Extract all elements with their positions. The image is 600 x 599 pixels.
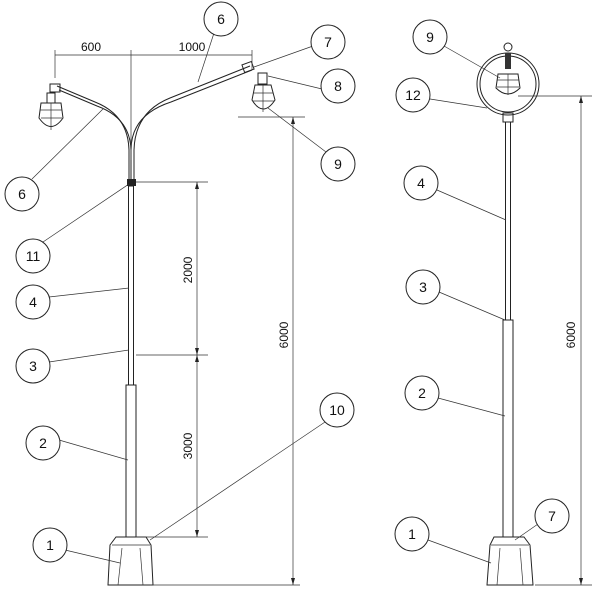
right-leader-lines — [427, 45, 539, 564]
collar-11 — [127, 179, 136, 186]
lower-pole-2 — [125, 384, 137, 538]
svg-text:2: 2 — [418, 385, 426, 401]
callout-9-right: 9 — [412, 19, 448, 55]
base-1-right — [486, 536, 534, 586]
collar-right — [502, 112, 514, 123]
callout-3: 3 — [15, 348, 51, 384]
arm-dim-lines — [54, 50, 253, 160]
svg-text:7: 7 — [324, 34, 332, 50]
leader-lines — [31, 32, 329, 564]
base-detail — [112, 544, 150, 586]
callout-6-top: 6 — [203, 1, 239, 37]
callout-7: 7 — [310, 24, 346, 60]
callout-2-right: 2 — [404, 375, 440, 411]
base-detail-right — [491, 544, 529, 586]
callout-12: 12 — [395, 77, 431, 113]
socket-7 — [241, 60, 255, 74]
right-pole: 6000 — [427, 42, 592, 586]
svg-text:11: 11 — [26, 248, 41, 264]
height-dim-lines — [136, 116, 305, 586]
arms-inner — [58, 69, 253, 179]
callout-2: 2 — [25, 425, 61, 461]
dim-2000: 2000 — [181, 256, 195, 283]
callout-7-right: 7 — [534, 498, 570, 534]
svg-text:4: 4 — [29, 294, 37, 310]
svg-text:6: 6 — [18, 186, 26, 202]
dim-3000: 3000 — [181, 432, 195, 459]
left-pole: 600 1000 2000 3000 6000 — [31, 32, 329, 586]
callout-6-left: 6 — [4, 176, 40, 212]
callout-3-right: 3 — [405, 269, 441, 305]
svg-text:6: 6 — [217, 11, 225, 27]
upper-pole-4-right — [505, 121, 511, 321]
callout-1: 1 — [32, 527, 68, 563]
dim-arrows — [195, 117, 295, 585]
base-1 — [107, 536, 154, 586]
svg-text:9: 9 — [334, 156, 342, 172]
svg-text:1: 1 — [46, 537, 54, 553]
arms-6 — [56, 65, 251, 179]
dim-6000-right: 6000 — [564, 321, 578, 348]
lamp-left-icon — [38, 92, 64, 130]
callout-10: 10 — [319, 392, 355, 428]
callout-4: 4 — [15, 284, 51, 320]
callout-8: 8 — [320, 68, 356, 104]
right-dim-lines — [518, 95, 592, 586]
dim-6000-left: 6000 — [277, 321, 291, 348]
svg-text:1: 1 — [408, 526, 416, 542]
socket — [49, 83, 61, 93]
lower-pole-2-right — [502, 319, 514, 538]
svg-text:3: 3 — [29, 358, 37, 374]
svg-text:8: 8 — [334, 78, 342, 94]
lamp-right-icon-8 — [251, 72, 276, 112]
svg-text:9: 9 — [426, 29, 434, 45]
dim-600: 600 — [81, 40, 101, 54]
right-callouts: 9 12 4 3 2 1 7 — [394, 19, 570, 552]
svg-text:4: 4 — [417, 175, 425, 191]
callout-1-right: 1 — [394, 516, 430, 552]
callout-9: 9 — [320, 146, 356, 182]
svg-text:12: 12 — [405, 87, 421, 103]
callout-4-right: 4 — [403, 165, 439, 201]
dim-1000: 1000 — [179, 40, 206, 54]
svg-text:2: 2 — [39, 435, 47, 451]
svg-text:7: 7 — [548, 508, 556, 524]
callout-11: 11 — [15, 238, 51, 274]
upper-pole-4 — [128, 185, 134, 386]
svg-text:10: 10 — [329, 402, 345, 418]
left-callouts: 6 7 8 9 6 11 4 3 2 10 1 — [4, 1, 356, 563]
svg-text:3: 3 — [419, 279, 427, 295]
lamp-top-icon-9 — [495, 42, 521, 95]
